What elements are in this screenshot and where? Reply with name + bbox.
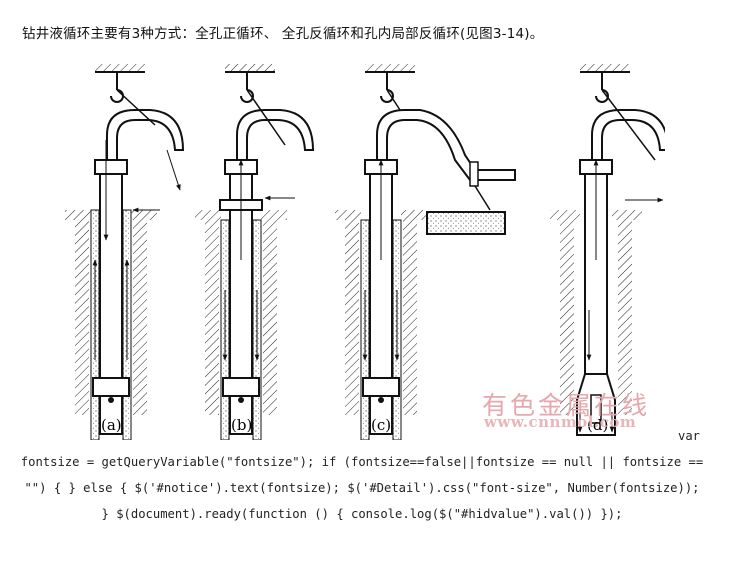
watermark-title: 有色金属在线 xyxy=(482,391,651,420)
panel-b: (b) xyxy=(195,64,315,440)
panel-a-label: (a) xyxy=(101,416,122,434)
panel-b-label: (b) xyxy=(231,416,252,434)
code-snippet-text: fontsize = getQueryVariable("fontsize");… xyxy=(20,423,704,527)
panel-a: (a) xyxy=(65,64,185,440)
code-body: fontsize = getQueryVariable("fontsize");… xyxy=(20,455,704,521)
code-first-token: var xyxy=(677,429,700,443)
panel-d-label: (d) xyxy=(587,416,608,434)
panel-c: (c) xyxy=(335,64,516,440)
intro-paragraph: 钻井液循环主要有3种方式：全孔正循环、 全孔反循环和孔内局部反循环(见图3-14… xyxy=(22,26,544,42)
panel-d: (d) xyxy=(550,64,665,436)
panel-c-label: (c) xyxy=(371,416,391,434)
watermark-url: www.cnnmol.com xyxy=(484,413,637,431)
circulation-figure: (a) (b) xyxy=(55,60,665,440)
